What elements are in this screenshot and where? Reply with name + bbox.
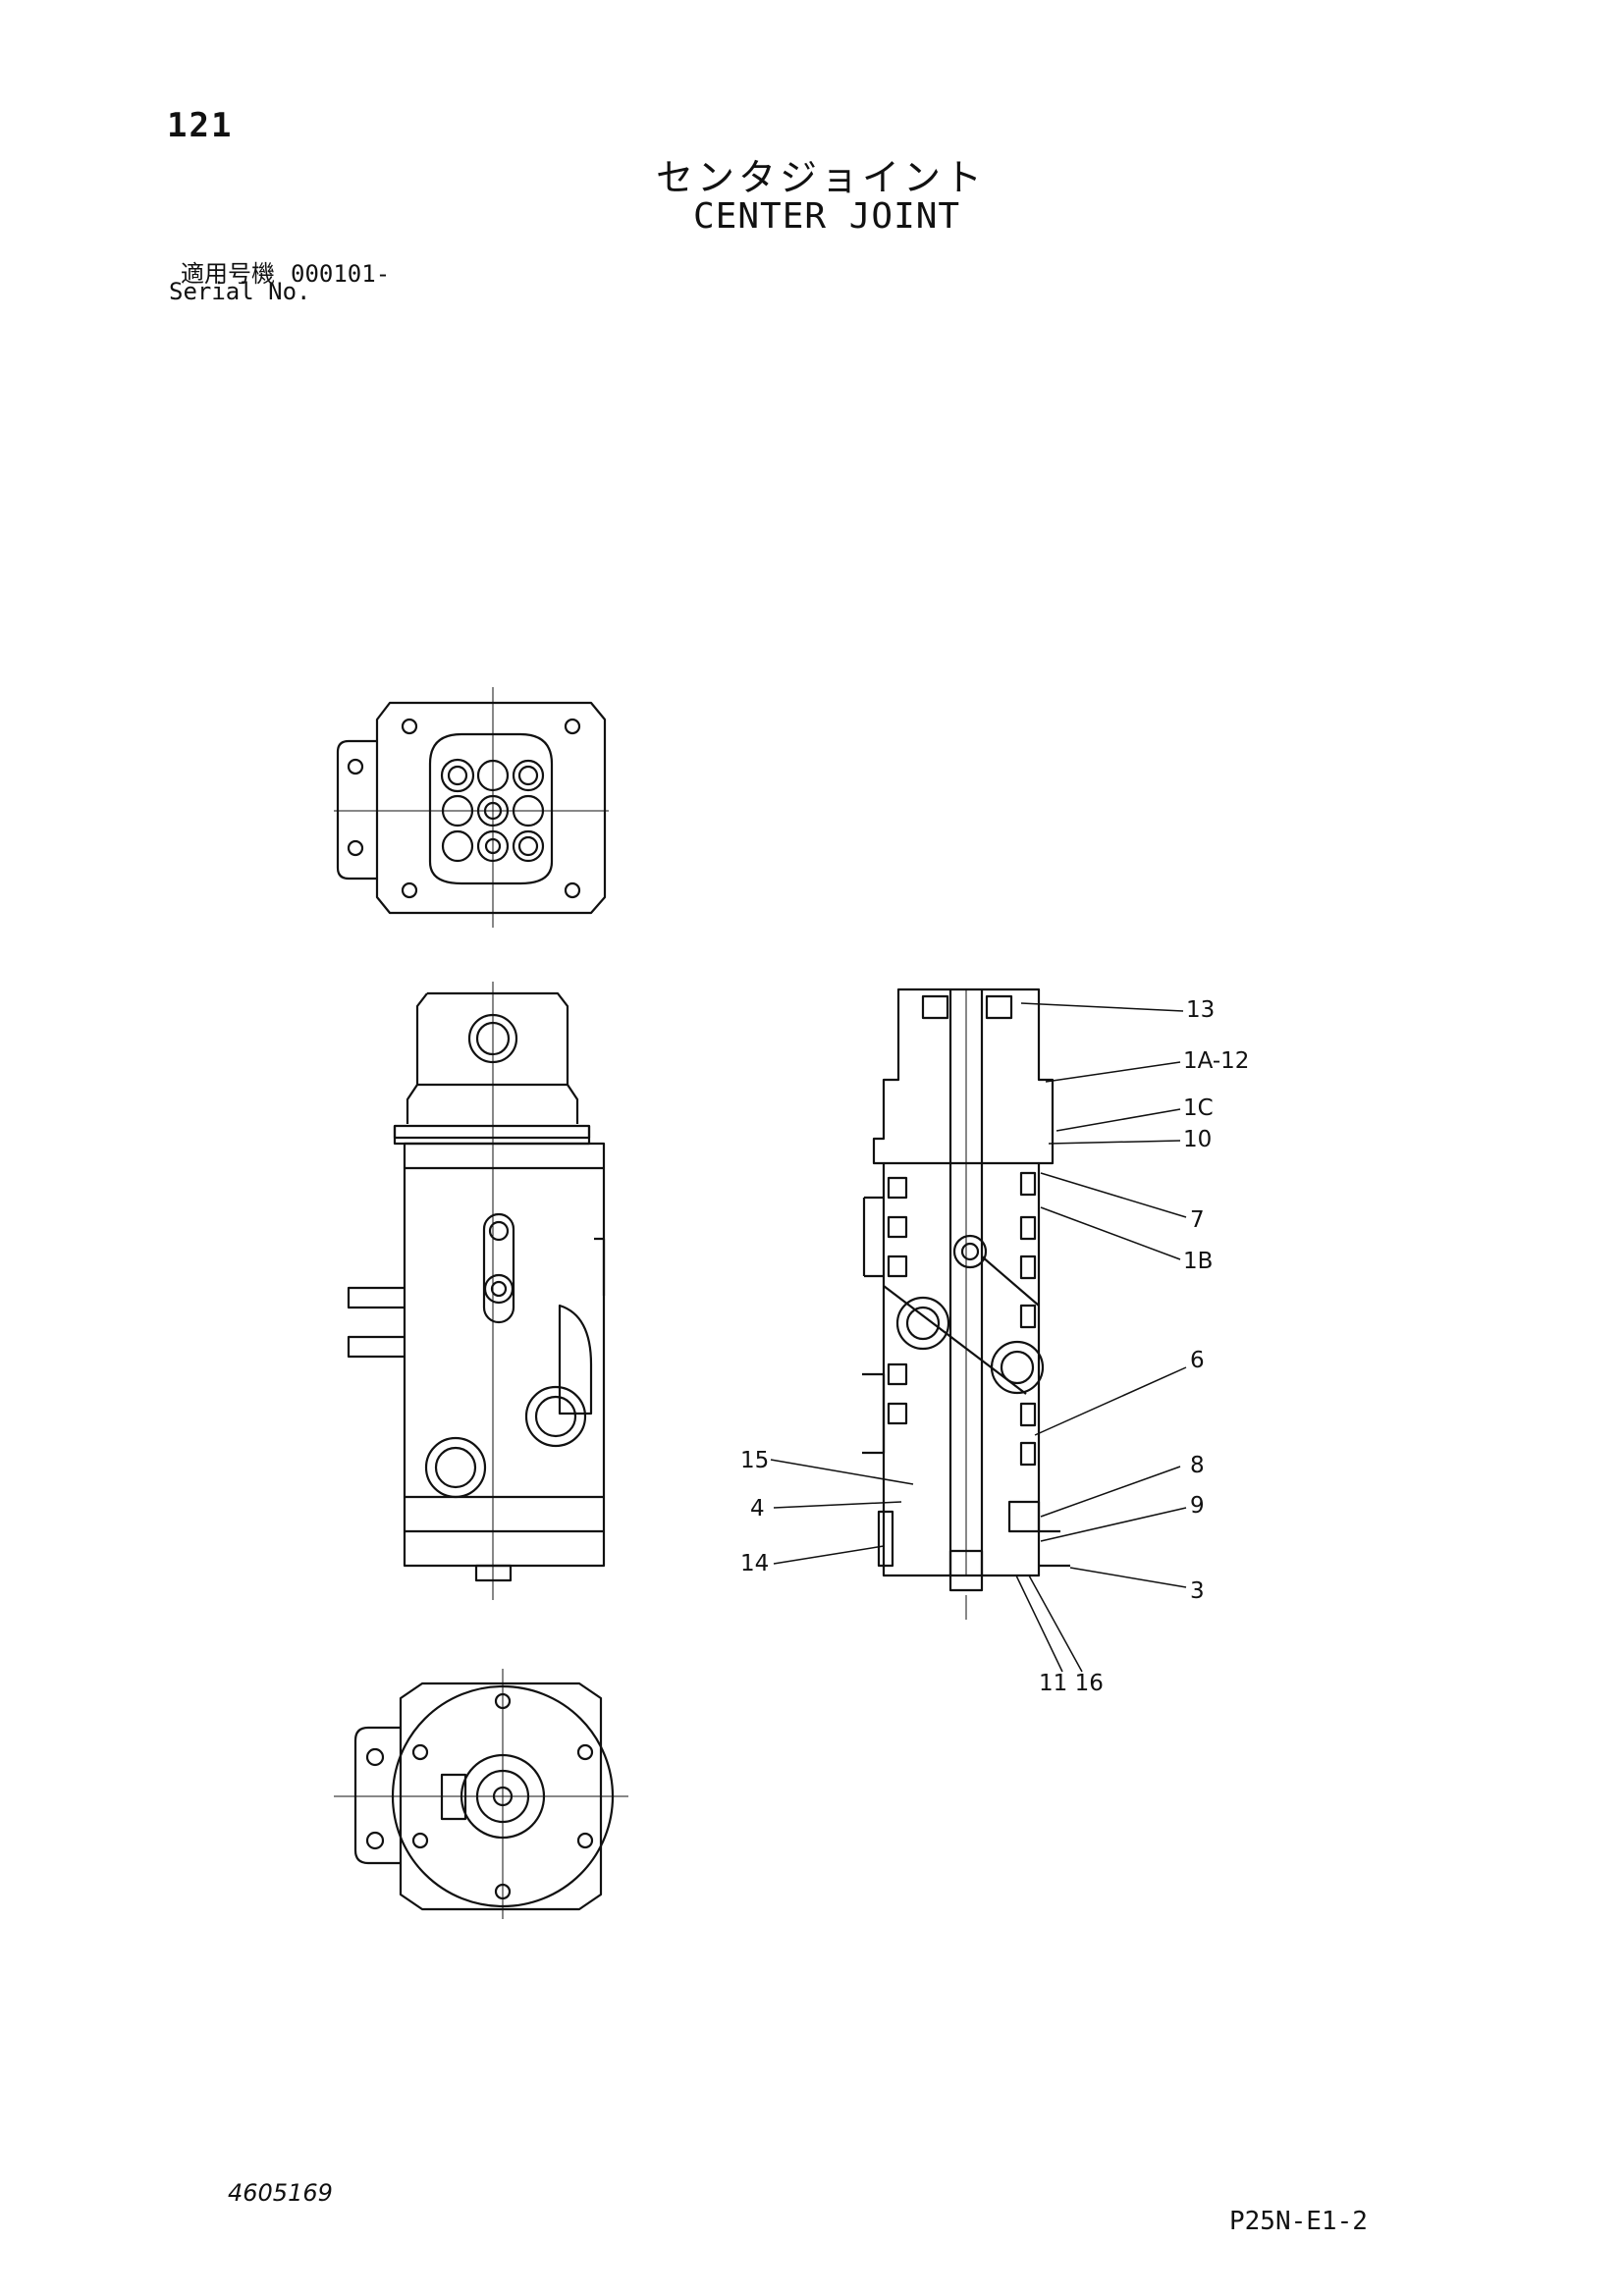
callout-3: 3 [1190, 1578, 1205, 1604]
front-view [347, 982, 606, 1600]
serial-label-english: Serial No. [169, 278, 311, 305]
document-number: 4605169 [228, 2179, 333, 2207]
callout-1b: 1B [1183, 1249, 1213, 1274]
callout-13: 13 [1186, 997, 1215, 1023]
page-number: 121 [167, 106, 234, 145]
callout-15: 15 [740, 1448, 769, 1473]
callout-7: 7 [1190, 1207, 1205, 1233]
bottom-view [334, 1669, 628, 1919]
callout-8: 8 [1190, 1453, 1205, 1478]
callout-6: 6 [1190, 1348, 1205, 1373]
callout-11-16: 11 16 [1039, 1671, 1104, 1696]
callout-14: 14 [740, 1551, 769, 1576]
leader-lines [770, 1002, 1187, 1673]
callout-4: 4 [750, 1496, 765, 1522]
serial-value: 000101- [291, 260, 391, 288]
top-view [334, 687, 609, 928]
title-english: CENTER JOINT [693, 196, 961, 237]
callout-10: 10 [1183, 1127, 1212, 1152]
page-code: P25N-E1-2 [1229, 2207, 1368, 2236]
callout-1a-12: 1A-12 [1183, 1048, 1249, 1074]
section-view [862, 988, 1070, 1620]
callout-1c: 1C [1183, 1095, 1214, 1121]
serial-label-japanese: 適用号機 000101- [181, 254, 390, 289]
serial-label-jp-text: 適用号機 [181, 260, 275, 288]
title-japanese: センタジョイント [656, 156, 987, 199]
callout-9: 9 [1190, 1493, 1205, 1519]
callout-labels: 13 1A-12 1C 10 7 1B 6 8 9 3 15 4 14 11 1… [740, 997, 1249, 1696]
